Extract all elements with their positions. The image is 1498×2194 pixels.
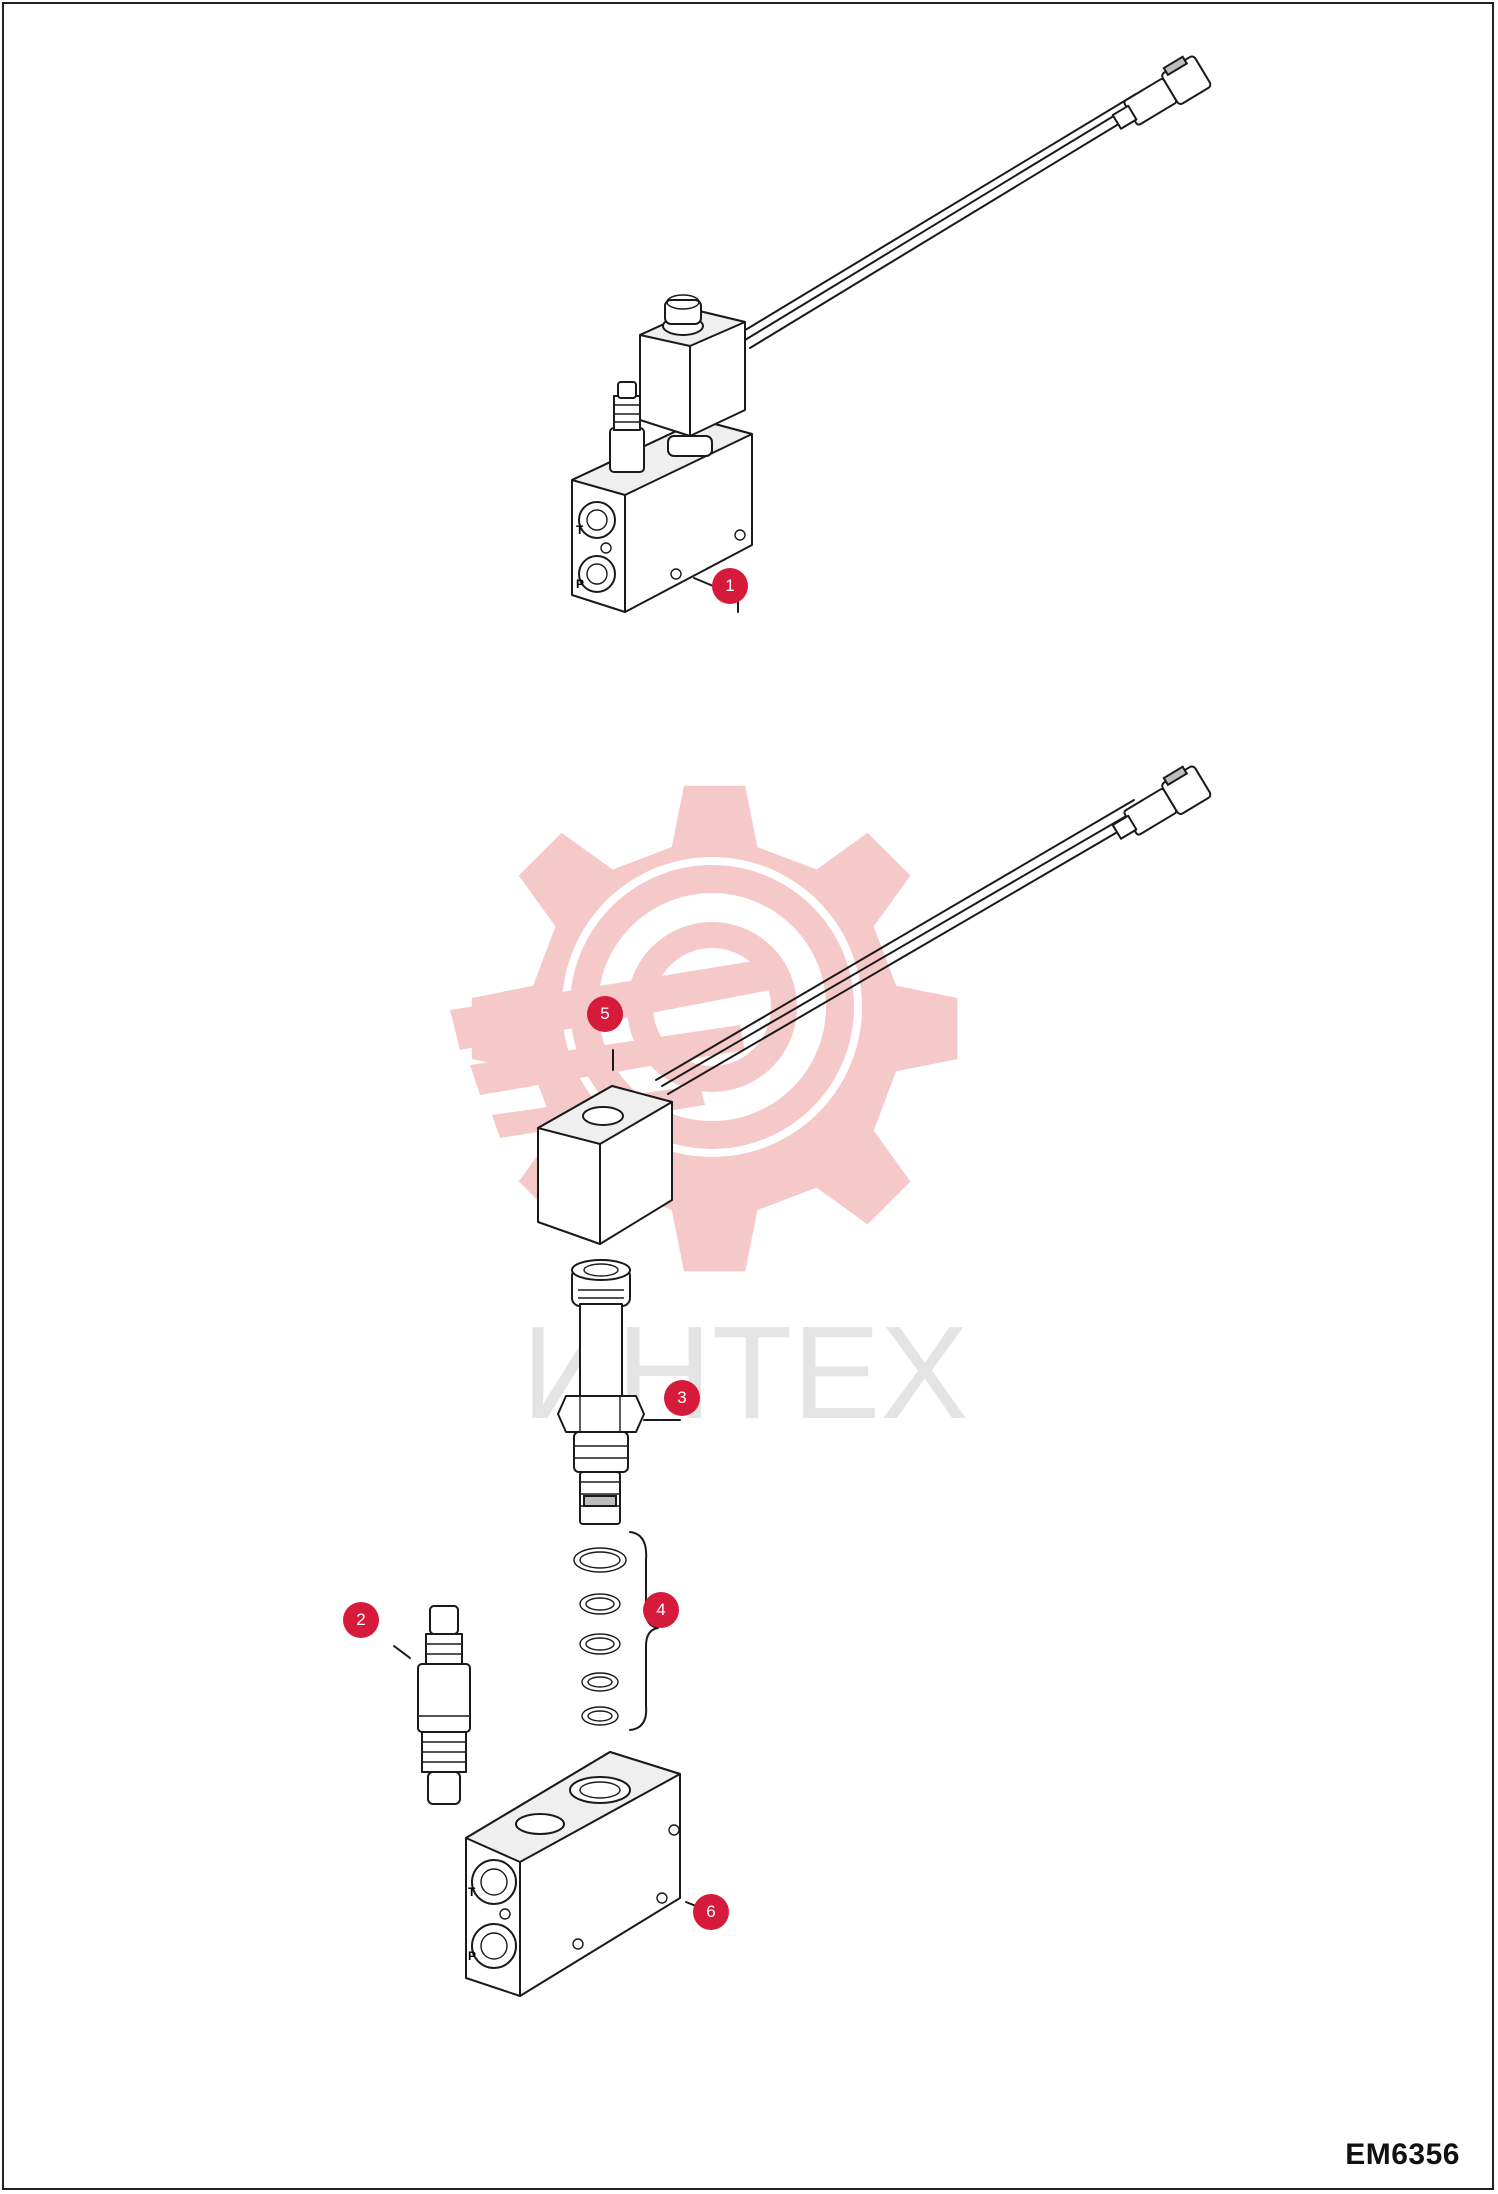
- solenoid-coil: [537, 765, 1212, 1245]
- port-label-tank-2: T: [468, 1885, 476, 1899]
- relief-cartridge: [393, 1605, 471, 1805]
- callout-2: 2: [343, 1602, 379, 1638]
- callout-6: 6: [693, 1894, 729, 1930]
- callout-1: 1: [712, 568, 748, 604]
- valve-body: T P: [465, 1751, 707, 1997]
- port-label-pressure-2: P: [468, 1949, 476, 1963]
- callout-3: 3: [664, 1380, 700, 1416]
- complete-valve-assembly: T P: [571, 55, 1212, 613]
- watermark-gear-logo: [450, 785, 958, 1272]
- callout-4: 4: [643, 1592, 679, 1628]
- drawing-code: EM6356: [1345, 2138, 1460, 2171]
- port-label-pressure: P: [576, 577, 584, 591]
- callout-5: 5: [587, 996, 623, 1032]
- port-label-tank: T: [576, 523, 584, 537]
- seal-kit: [573, 1531, 659, 1731]
- solenoid-valve-cartridge: [557, 1259, 681, 1525]
